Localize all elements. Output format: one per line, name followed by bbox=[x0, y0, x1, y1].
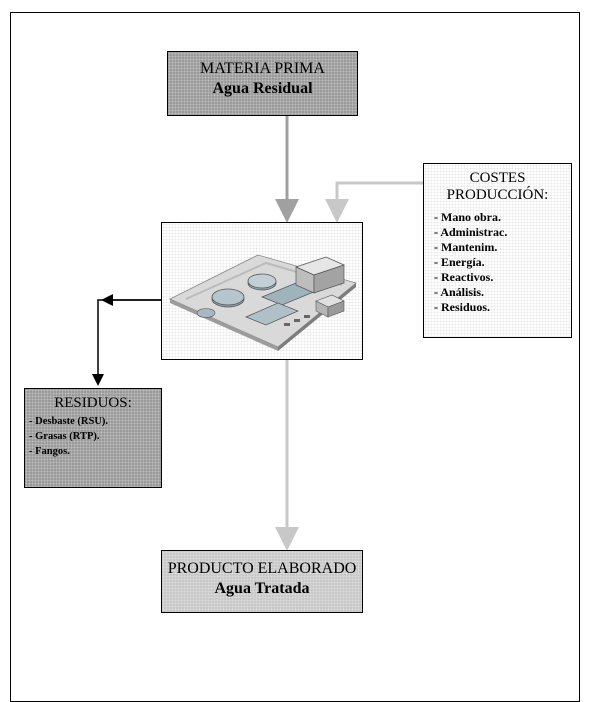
costes-item: - Mantenim. bbox=[434, 240, 498, 254]
producto-elaborado-box: PRODUCTO ELABORADO Agua Tratada bbox=[161, 550, 363, 613]
materia-prima-box: MATERIA PRIMA Agua Residual bbox=[167, 51, 358, 116]
costes-produccion-box: COSTES PRODUCCIÓN: - Mano obra. - Admini… bbox=[423, 163, 572, 338]
producto-title: PRODUCTO ELABORADO bbox=[167, 560, 357, 577]
materia-title: MATERIA PRIMA bbox=[200, 60, 325, 77]
costes-item: - Reactivos. bbox=[434, 270, 494, 284]
costes-item: - Mano obra. bbox=[434, 210, 501, 224]
arrow-plant-to-residuos bbox=[92, 299, 161, 386]
materia-subtitle: Agua Residual bbox=[212, 80, 313, 97]
treatment-plant-illustration bbox=[169, 254, 357, 351]
costes-item: - Residuos. bbox=[434, 300, 491, 314]
costes-title-1: COSTES bbox=[469, 170, 526, 186]
costes-item: - Análisis. bbox=[434, 285, 485, 299]
costes-item: - Administrac. bbox=[434, 225, 508, 239]
residuos-item: - Fangos. bbox=[29, 446, 70, 457]
residuos-box: RESIDUOS: - Desbaste (RSU). - Grasas (RT… bbox=[24, 388, 162, 488]
costes-list: - Mano obra. - Administrac. - Mantenim. … bbox=[434, 210, 571, 315]
arrow-costes-to-plant bbox=[325, 181, 423, 223]
residuos-title: RESIDUOS: bbox=[54, 395, 132, 411]
costes-title-2: PRODUCCIÓN: bbox=[446, 187, 549, 203]
residuos-list: - Desbaste (RSU). - Grasas (RTP). - Fang… bbox=[29, 414, 161, 459]
costes-item: - Energía. bbox=[434, 255, 485, 269]
residuos-item: - Desbaste (RSU). bbox=[29, 416, 109, 427]
residuos-item: - Grasas (RTP). bbox=[29, 431, 100, 442]
treatment-plant-box bbox=[161, 222, 363, 360]
producto-subtitle: Agua Tratada bbox=[214, 580, 310, 597]
